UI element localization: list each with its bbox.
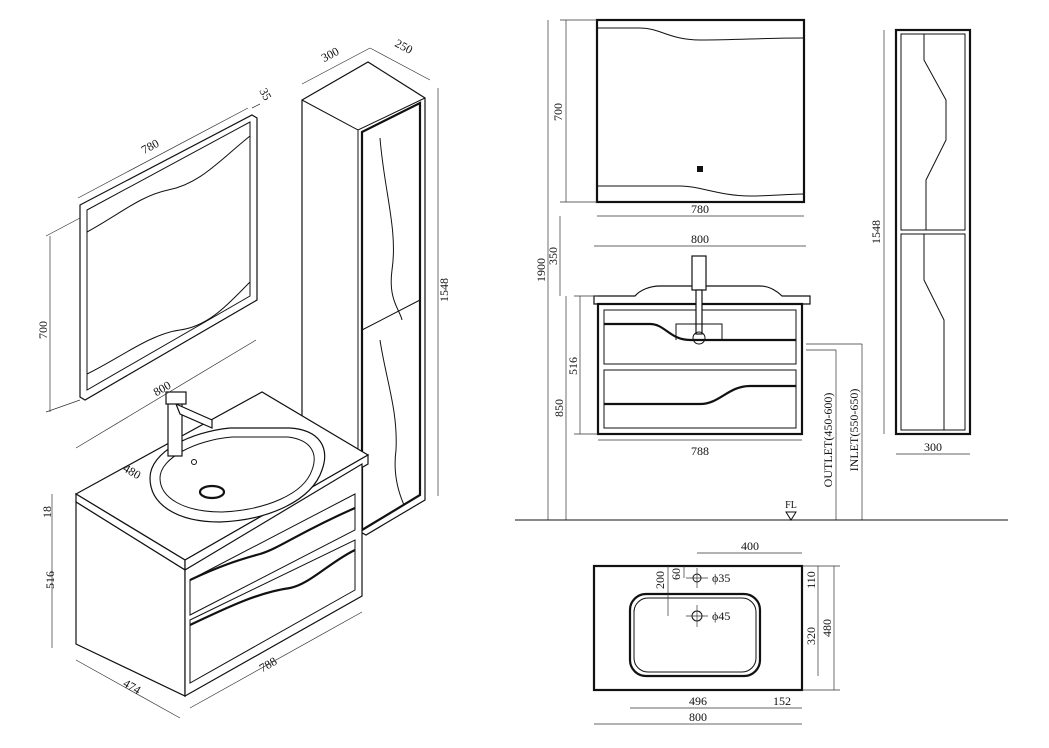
iso-mirror-width-label: 780 [139,136,161,157]
top-dim-110-label: 110 [804,571,818,589]
iso-vanity-height-label: 516 [43,571,57,589]
iso-cabinet-depth-label: 300 [319,44,341,65]
front-drawer-width-label: 788 [691,444,709,458]
front-mount-height-label: 350 [546,247,560,265]
outlet-label: OUTLET(450-600) [821,393,835,488]
front-mirror-width-label: 780 [691,202,709,216]
front-cabinet-height-label: 1548 [869,220,883,244]
top-depth-label: 480 [820,619,834,637]
front-cabinet-width-label: 300 [924,440,942,454]
hole-small-label: ϕ35 [712,571,730,585]
front-body-height-label: 516 [566,357,580,375]
top-side-152-label: 152 [773,694,791,708]
front-tall-cabinet: 1548 300 [869,28,972,455]
top-dim-320-label: 320 [804,627,818,645]
top-basin-width-label: 496 [689,694,707,708]
iso-mirror-depth-label: 35 [257,86,275,103]
front-vanity-width-top-label: 800 [691,232,709,246]
iso-mirror: 780 35 700 [36,86,275,413]
front-total-height-label: 1900 [534,258,548,282]
floor-level-label: FL [785,500,797,511]
front-mirror-height-label: 700 [551,103,565,121]
iso-vanity: 800 480 18 516 474 788 [40,339,370,719]
iso-mirror-height-label: 700 [36,321,50,339]
mirror-switch-icon [697,166,703,172]
iso-cabinet-height-label: 1548 [437,278,451,302]
iso-tall-cabinet: 300 250 1548 [301,36,451,536]
top-view-basin: 400 200 60 ϕ35 ϕ45 110 320 480 496 152 8… [592,539,840,725]
top-tap-offset-label: 400 [741,539,759,553]
front-vanity: 800 350 1900 516 850 788 OUTLET(450-600)… [515,20,1008,521]
top-dim-60-label: 60 [669,568,683,580]
iso-drawer-width-label: 788 [257,654,280,675]
iso-top-thickness-label: 18 [40,506,54,518]
front-floor-height-label: 850 [552,399,566,417]
inlet-label: INLET(550-650) [847,389,861,472]
front-mirror: 700 780 [551,18,806,217]
top-dim-200-label: 200 [653,571,667,589]
iso-vanity-depth-label: 474 [121,676,144,697]
hole-large-label: ϕ45 [712,609,730,623]
iso-cabinet-width-label: 250 [393,36,415,57]
top-total-width-label: 800 [689,710,707,724]
